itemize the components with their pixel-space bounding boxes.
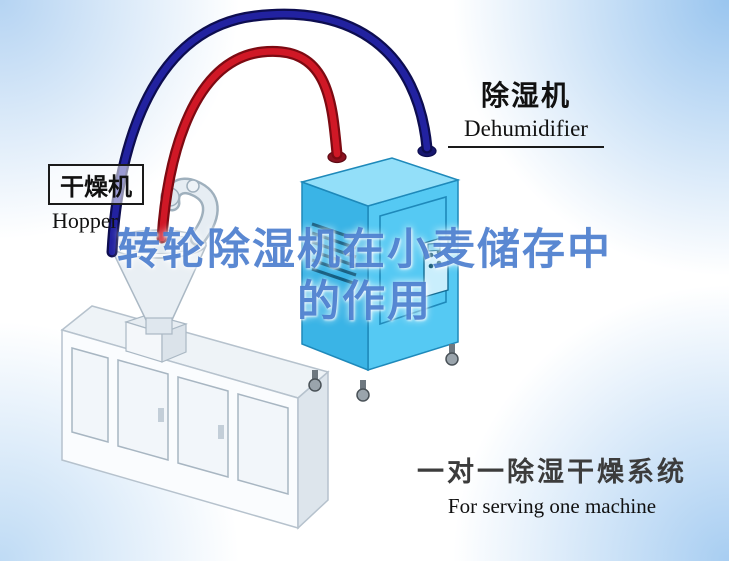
blue-pipe bbox=[106, 8, 433, 258]
caster-wheels bbox=[308, 344, 459, 402]
dehumidifier-label-en: Dehumidifier bbox=[464, 116, 588, 141]
dryer-label-cn: 干燥机 bbox=[48, 164, 144, 205]
dryer-label: 干燥机 Hopper bbox=[48, 164, 144, 234]
dehumidifier-label: 除湿机 Dehumidifier bbox=[448, 74, 604, 148]
bottom-caption: 一对一除湿干燥系统 For serving one machine bbox=[417, 450, 687, 519]
control-panel bbox=[423, 235, 449, 298]
dehumidifier-machine bbox=[299, 144, 461, 402]
red-pipe bbox=[156, 45, 343, 244]
dryer-machine bbox=[60, 177, 330, 530]
bottom-caption-en: For serving one machine bbox=[447, 494, 657, 518]
dehumidifier-door bbox=[379, 195, 447, 326]
dryer-door-panels bbox=[71, 347, 289, 495]
bottom-caption-cn: 一对一除湿干燥系统 bbox=[417, 457, 687, 487]
dehumidifier-label-cn: 除湿机 bbox=[480, 80, 571, 111]
dryer-label-en: Hopper bbox=[52, 208, 118, 233]
vent-grille bbox=[311, 222, 357, 286]
